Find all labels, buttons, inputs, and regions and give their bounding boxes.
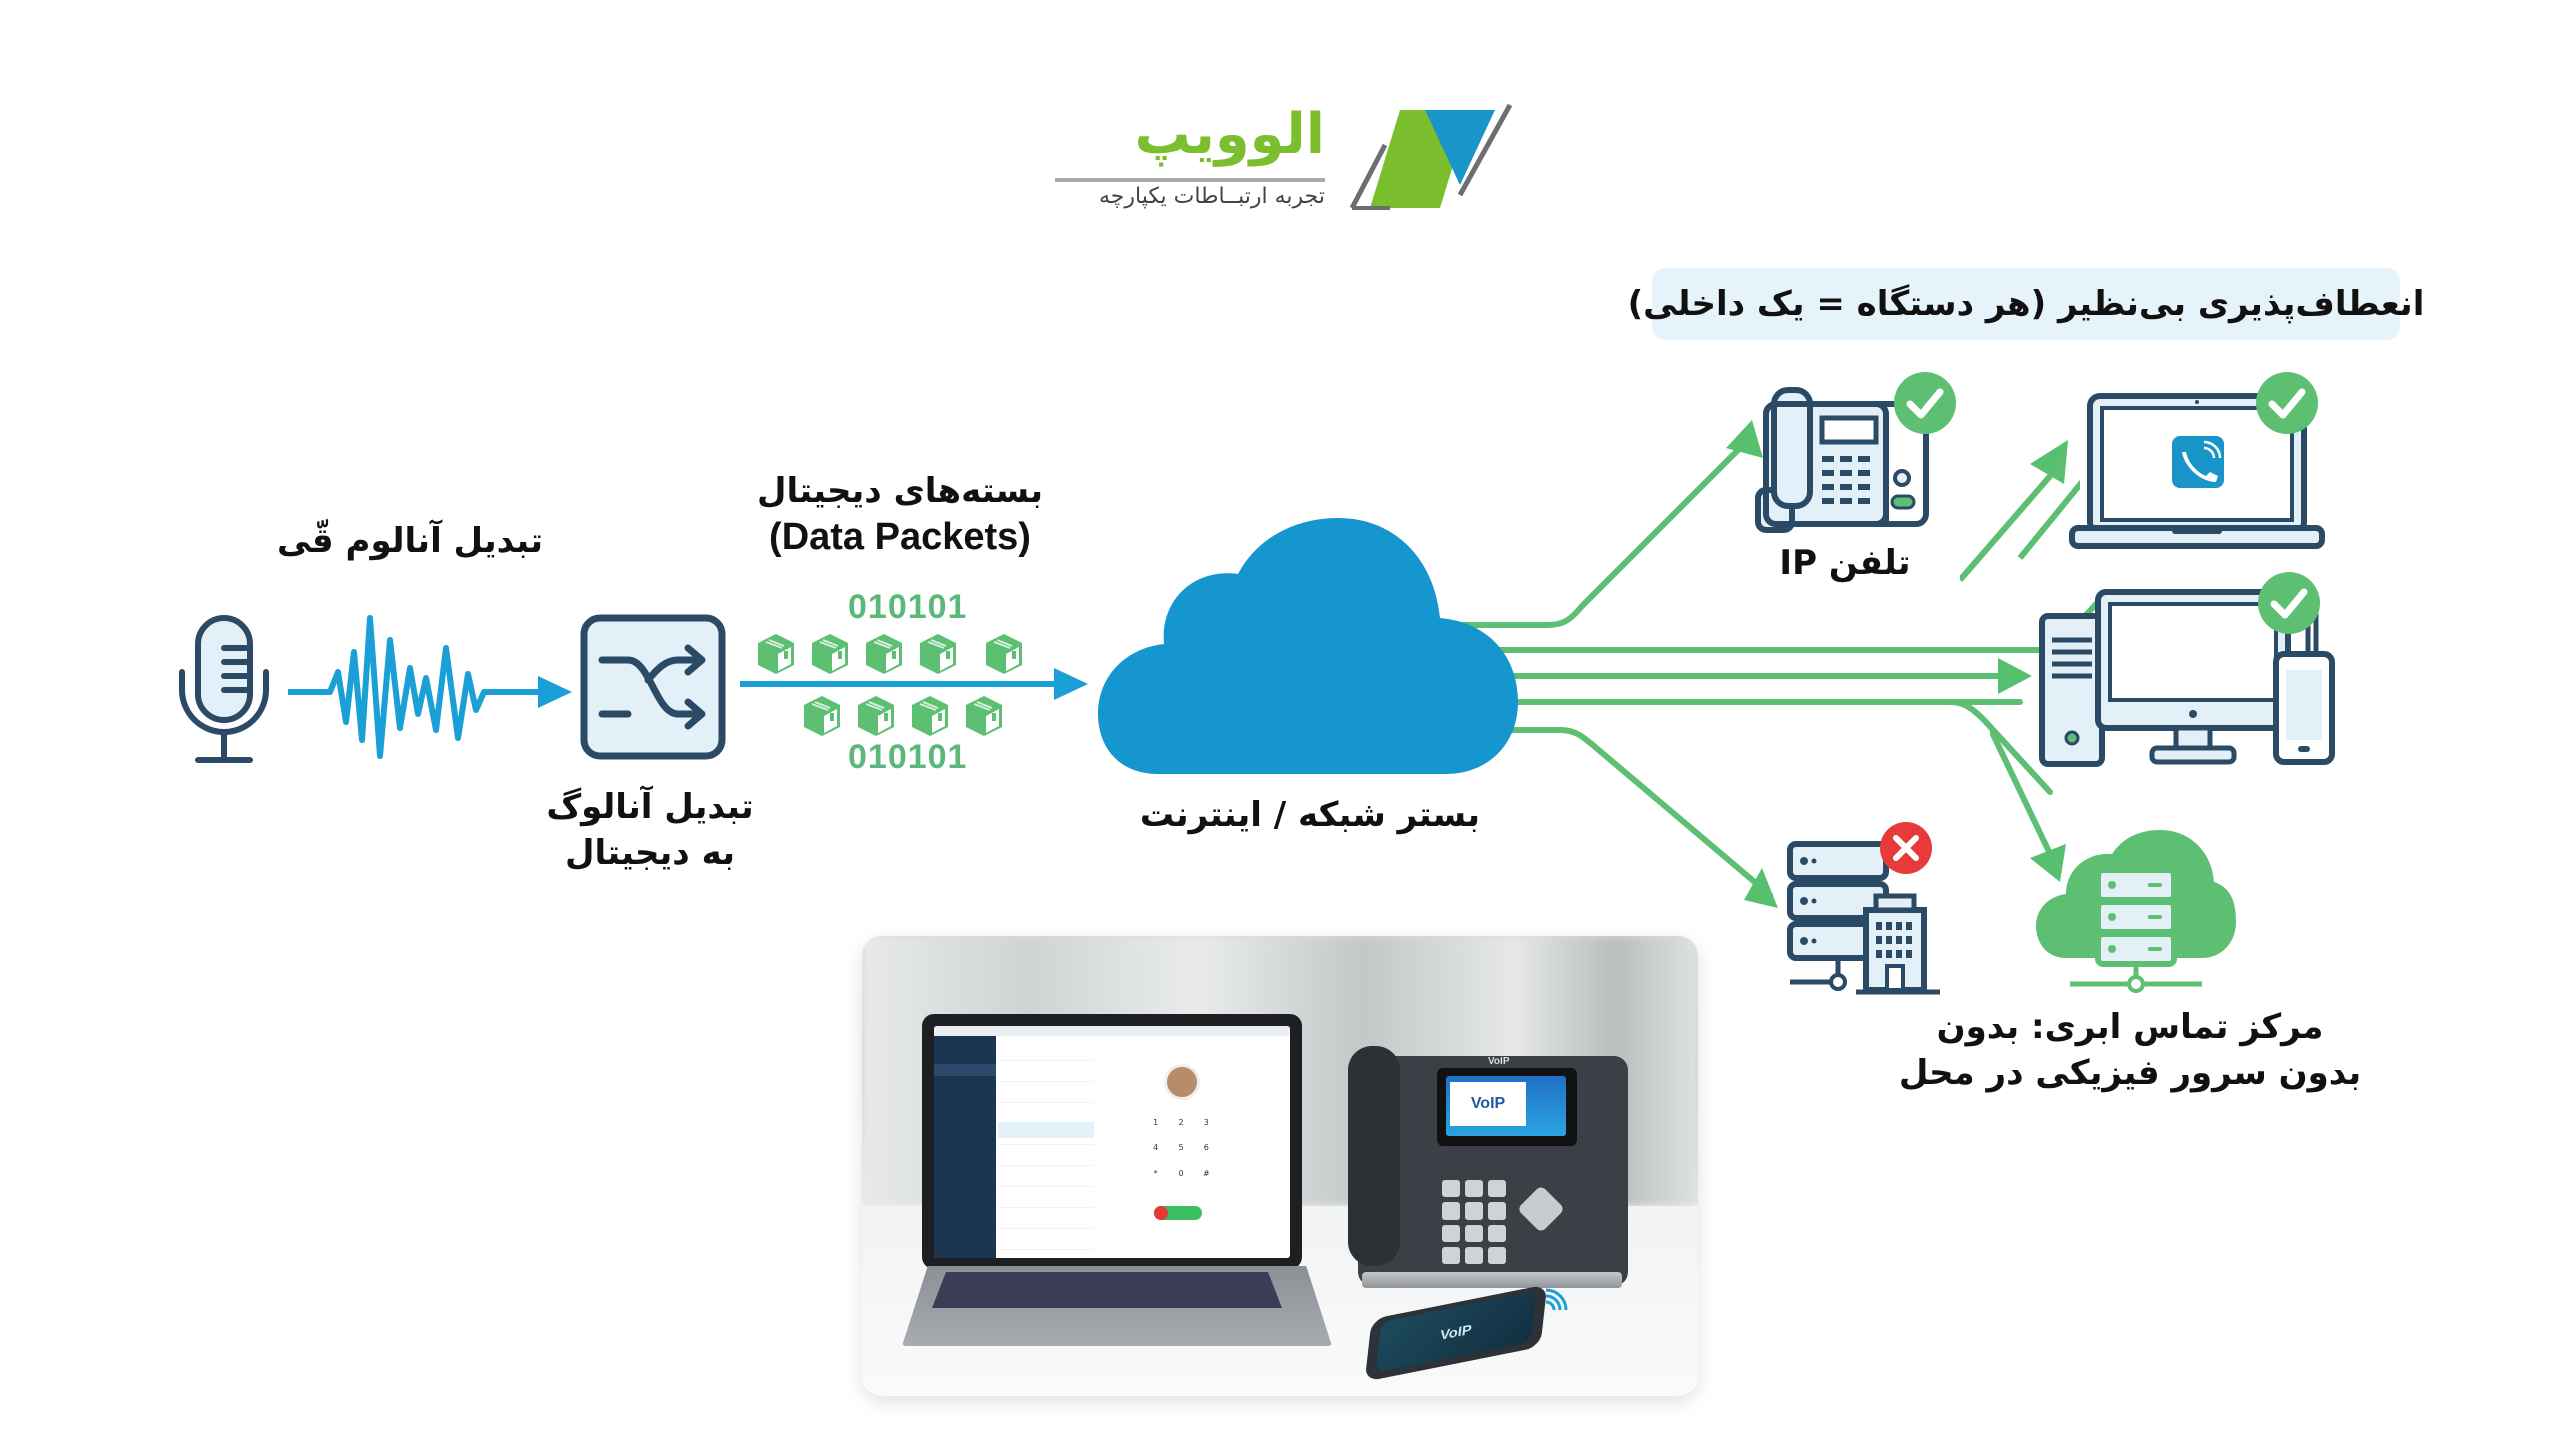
flexibility-header: انعطاف‌پذیری بی‌نظیر (هر دستگاه = یک داخ… (1628, 268, 2424, 340)
binary-bottom: 010101 (848, 738, 968, 776)
packet-icon (811, 633, 849, 675)
connection-lines-right (1940, 699, 2053, 795)
keypad-key[interactable] (1465, 1246, 1483, 1264)
laptop-screen: 1 2 3 4 5 6 * 0 # (934, 1026, 1290, 1258)
keypad-key[interactable] (1488, 1224, 1506, 1242)
binary-top: 010101 (848, 588, 968, 626)
converter-label-line1: تبدیل آنالوگ (546, 787, 754, 827)
keypad-key[interactable] (1488, 1202, 1506, 1220)
deskphone-stand (1362, 1272, 1622, 1288)
deskphone-display-inner: VoIP (1450, 1082, 1526, 1126)
packets-label-fa: بسته‌های دیجیتال (757, 471, 1043, 511)
contact-avatar (1164, 1064, 1200, 1100)
laptop-arrow (1960, 440, 2080, 582)
app-contact-list (998, 1040, 1094, 1254)
laptop-softphone-icon (2069, 393, 2325, 549)
dialpad-key[interactable]: # (1202, 1168, 1210, 1178)
packets-label-en: (Data Packets) (769, 516, 1031, 558)
dialpad-key[interactable]: 5 (1178, 1143, 1184, 1153)
cloud-center-label: مرکز تماس ابری: بدون بدون سرور فیزیکی در… (1890, 1004, 2370, 1096)
voip-devices-photo: 1 2 3 4 5 6 * 0 # VoIP VoIP VoIP (862, 936, 1698, 1396)
hangup-button[interactable] (1154, 1206, 1168, 1220)
cloud-server-icon (2036, 830, 2236, 993)
dialpad: 1 2 3 4 5 6 * 0 # (1146, 1118, 1216, 1188)
logo-brand-name: الوویپ (1134, 102, 1325, 167)
desktop-check-icon (2258, 572, 2320, 634)
logo-tagline: تجربه ارتبــاطات یکپارچه (1098, 184, 1325, 209)
mobile-screen-text: VoIP (1439, 1321, 1473, 1343)
keypad-key[interactable] (1488, 1180, 1506, 1198)
app-titlebar (934, 1026, 1290, 1036)
logo-divider (1055, 178, 1325, 182)
dialpad-key[interactable]: 6 (1203, 1143, 1209, 1153)
onprem-fail-icon (1880, 822, 1932, 874)
sound-wave-icon (288, 615, 572, 759)
keypad-key[interactable] (1465, 1180, 1483, 1198)
dialpad-key[interactable]: 2 (1178, 1118, 1184, 1127)
dialpad-key[interactable]: * (1153, 1168, 1158, 1178)
keypad-key[interactable] (1442, 1246, 1460, 1264)
packet-icon (911, 695, 949, 737)
laptop-keyboard (932, 1272, 1282, 1308)
app-contact-highlight (998, 1122, 1094, 1138)
data-packets-stream (740, 633, 1088, 737)
microphone-icon (179, 615, 269, 763)
packet-icon (757, 633, 795, 675)
keypad-key[interactable] (1442, 1224, 1460, 1242)
logo: الوویپ تجربه ارتبــاطات یکپارچه (1050, 100, 1530, 220)
packets-label: بسته‌های دیجیتال (Data Packets) (740, 468, 1060, 560)
keypad-key[interactable] (1442, 1202, 1460, 1220)
packet-icon (919, 633, 957, 675)
converter-label-line2: به دیجیتال (565, 833, 735, 873)
packet-icon (803, 695, 841, 737)
keypad-key[interactable] (1442, 1180, 1460, 1198)
dialpad-key[interactable]: 4 (1153, 1143, 1159, 1153)
deskphone-keypad (1442, 1180, 1506, 1264)
deskphone-screen-text: VoIP (1470, 1095, 1506, 1112)
packet-icon (865, 633, 903, 675)
onprem-server-icon (1787, 841, 1940, 995)
ip-phone-check-icon (1894, 372, 1956, 434)
deskphone-handset (1348, 1046, 1400, 1266)
keypad-key[interactable] (1465, 1202, 1483, 1220)
logo-mark-icon (1349, 103, 1513, 210)
analog-label: تبدیل آنالوم قّی (277, 521, 543, 561)
cloud-server-arrow (1990, 726, 2066, 882)
dialpad-key[interactable]: 3 (1203, 1118, 1209, 1127)
cloud-center-label-line1: مرکز تماس ابری: بدون (1936, 1007, 2324, 1047)
ip-phone-icon (1755, 387, 1929, 533)
ip-phone-label: تلفن IP (1779, 543, 1911, 583)
laptop-check-icon (2256, 372, 2318, 434)
keypad-key[interactable] (1488, 1246, 1506, 1264)
flexibility-title: انعطاف‌پذیری بی‌نظیر (هر دستگاه = یک داخ… (1627, 284, 2425, 324)
internet-label: بستر شبکه / اینترنت (1139, 795, 1480, 835)
keypad-key[interactable] (1465, 1224, 1483, 1242)
cloud-center-label-line2: بدون سرور فیزیکی در محل (1898, 1053, 2362, 1093)
converter-label: تبدیل آنالوگ به دیجیتال (520, 784, 780, 876)
dialpad-key[interactable]: 0 (1178, 1168, 1184, 1178)
app-sidebar-active (934, 1064, 996, 1076)
dialpad-key[interactable]: 1 (1153, 1118, 1159, 1127)
internet-cloud-icon (1098, 518, 1518, 774)
packet-icon (985, 633, 1023, 675)
deskphone-brand: VoIP (1488, 1056, 1510, 1067)
wireless-signal-icon (1545, 1288, 1568, 1311)
packet-icon (857, 695, 895, 737)
packet-icon (965, 695, 1003, 737)
desktop-mobile-icon (2039, 589, 2335, 767)
analog-digital-converter-icon (580, 614, 726, 760)
